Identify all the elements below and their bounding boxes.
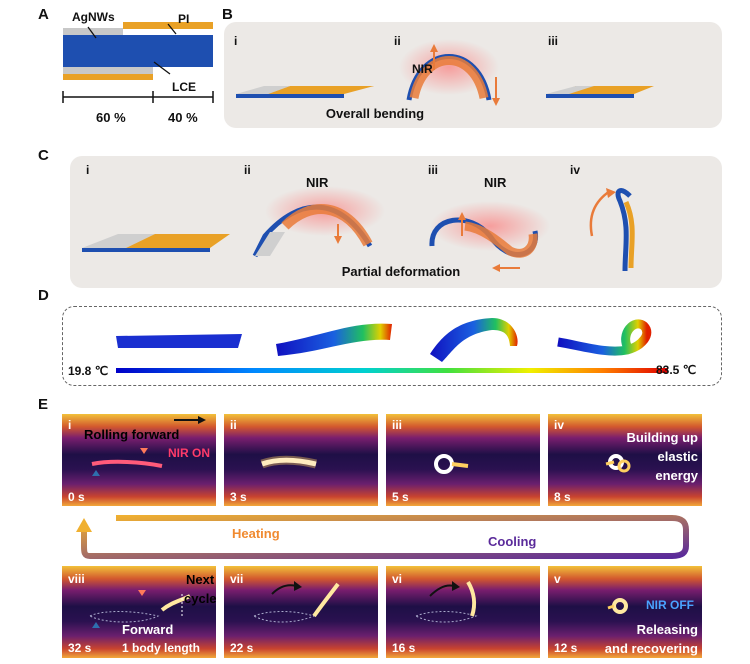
b-step-ii: ii — [394, 34, 401, 48]
lce-layer — [63, 35, 213, 67]
panel-c-label: C — [38, 147, 49, 164]
e-iv-num: iv — [554, 418, 565, 432]
panel-d-frame — [62, 306, 722, 386]
cooling-label: Cooling — [488, 534, 537, 549]
e-viii-note-2: Forward — [122, 622, 174, 637]
e-v-note-2: and recovering — [604, 641, 698, 656]
cycle-arrows — [76, 515, 689, 559]
e-frame-ii — [224, 414, 378, 506]
d-shape-bent-1 — [276, 323, 392, 356]
panel-c-background — [70, 156, 722, 288]
e-frame-i — [62, 414, 216, 506]
pi-label: PI — [178, 12, 190, 26]
e-iv-note-3: energy — [655, 468, 698, 483]
b-strip-flat-iii — [546, 86, 654, 98]
e-ii-num: ii — [230, 418, 237, 432]
temp-max-label: 83.5 ℃ — [656, 363, 697, 377]
panel-b-label: B — [222, 6, 233, 23]
b-step-i: i — [234, 34, 238, 48]
d-shape-flat — [116, 334, 242, 348]
c-step-iii: iii — [428, 163, 439, 177]
e-i-title: Rolling forward — [84, 427, 180, 442]
e-iv-note-1: Building up — [626, 430, 698, 445]
e-i-status: NIR ON — [168, 446, 210, 460]
layer-diagram — [62, 22, 214, 103]
d-simulation-shapes — [116, 318, 668, 373]
c-nir-label-iii: NIR — [484, 175, 507, 190]
e-frame-vii — [224, 566, 378, 658]
panel-d-label: D — [38, 287, 49, 304]
b-step-iii: iii — [548, 34, 559, 48]
b-strips — [236, 39, 654, 106]
e-viii-note-1b: cycle — [184, 591, 217, 606]
c-strip-upright — [615, 188, 632, 272]
e-viii-time: 32 s — [68, 641, 92, 655]
e-frame-viii — [62, 566, 216, 658]
e-frame-v — [548, 566, 702, 658]
e-vi-time: 16 s — [392, 641, 416, 655]
b-caption: Overall bending — [325, 106, 425, 121]
c-step-iv: iv — [570, 163, 581, 177]
e-v-time: 12 s — [554, 641, 578, 655]
pi-layer-top — [123, 22, 213, 29]
d-shape-bent-2 — [430, 318, 518, 362]
agnws-layer — [63, 28, 123, 35]
e-vii-num: vii — [230, 572, 244, 586]
e-viii-note-1a: Next — [186, 572, 215, 587]
e-viii-note-3: 1 body length — [122, 641, 200, 655]
c-step-ii: ii — [244, 163, 251, 177]
e-i-num: i — [68, 418, 72, 432]
b-strip-flat-i — [236, 86, 374, 98]
e-v-num: v — [554, 572, 561, 586]
pi-layer-bottom — [63, 74, 153, 80]
heating-label: Heating — [232, 526, 280, 541]
e-v-note-1: Releasing — [636, 622, 698, 637]
e-i-time: 0 s — [68, 490, 85, 504]
e-ii-time: 3 s — [230, 490, 247, 504]
c-step-i: i — [86, 163, 90, 177]
c-strip-flat — [82, 234, 230, 252]
e-iii-num: iii — [392, 418, 403, 432]
ratio-right: 40 % — [168, 110, 198, 125]
panel-e-label: E — [38, 396, 49, 413]
panel-a-label: A — [38, 6, 49, 23]
d-shape-rolled — [557, 319, 652, 356]
agnws-label: AgNWs — [72, 10, 115, 24]
e-v-status: NIR OFF — [646, 598, 694, 612]
heating-cooling-loop — [81, 515, 689, 559]
e-iv-note-2: elastic — [657, 449, 698, 464]
e-frame-vi — [386, 566, 540, 658]
temp-min-label: 19.8 ℃ — [68, 364, 109, 378]
e-iv-time: 8 s — [554, 490, 571, 504]
c-caption: Partial deformation — [341, 264, 461, 279]
ratio-left: 60 % — [96, 110, 126, 125]
e-frame-iv — [548, 414, 702, 506]
e-vii-time: 22 s — [230, 641, 254, 655]
e-frame-iii — [386, 414, 540, 506]
lce-label: LCE — [172, 80, 196, 94]
e-viii-num: viii — [68, 572, 85, 586]
e-iii-time: 5 s — [392, 490, 409, 504]
agnws-layer-bottom — [63, 67, 153, 74]
temperature-colorbar — [116, 368, 668, 373]
e-vi-num: vi — [392, 572, 403, 586]
c-strips — [82, 186, 635, 272]
b-nir-label: NIR — [412, 62, 433, 76]
